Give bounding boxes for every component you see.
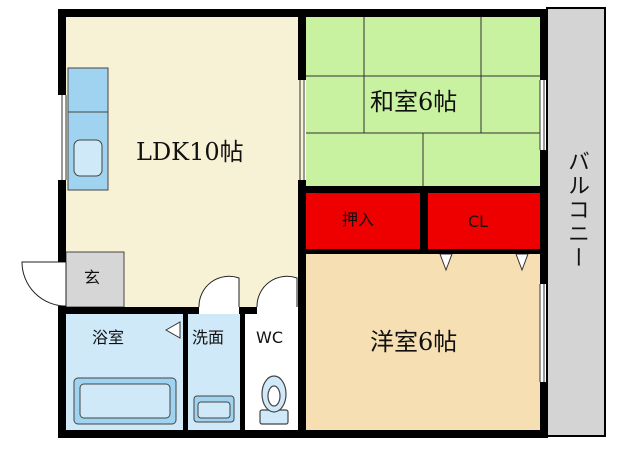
door-swings xyxy=(21,261,298,308)
genkan-area xyxy=(65,251,125,308)
bathtub xyxy=(73,377,177,425)
youshitsu-area xyxy=(306,254,540,430)
toilet xyxy=(259,375,289,425)
wc-label: WC xyxy=(256,328,283,347)
balcony-area xyxy=(546,7,606,437)
closet-area xyxy=(428,193,540,249)
tatami-lines xyxy=(306,17,540,189)
balcony-label: バルコニー xyxy=(564,150,589,270)
ldk-label: LDK10帖 xyxy=(136,138,244,166)
closet-label: CL xyxy=(468,212,489,231)
oshiire-label: 押入 xyxy=(342,210,375,229)
youshitsu-label: 洋室6帖 xyxy=(370,328,458,356)
walls xyxy=(58,9,548,438)
washitsu-label: 和室6帖 xyxy=(370,88,458,116)
genkan-label: 玄 xyxy=(84,268,101,287)
washroom-label: 洗面 xyxy=(192,328,225,347)
bath-label: 浴室 xyxy=(92,328,125,347)
kitchen-counter xyxy=(67,67,109,191)
oshiire-area xyxy=(306,193,420,249)
wash-basin xyxy=(193,395,235,423)
